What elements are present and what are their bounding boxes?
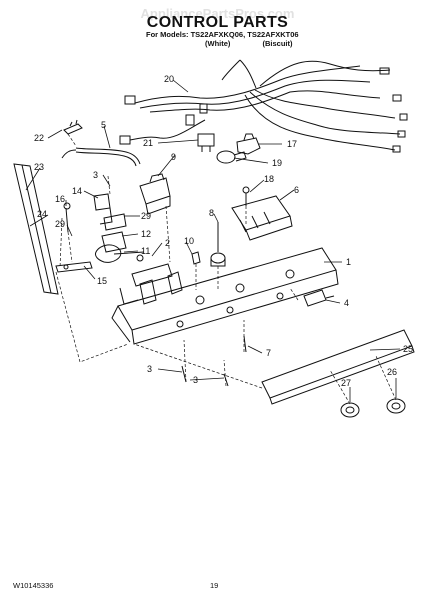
screw-part-10 [191, 251, 201, 265]
control-board-part [231, 195, 293, 241]
callout-19: 19 [272, 158, 282, 168]
housing-bracket-part [119, 263, 173, 305]
callout-15: 15 [97, 276, 107, 286]
damper-control-part [95, 213, 145, 263]
callout-2: 2 [165, 238, 170, 248]
callout-16: 16 [55, 194, 65, 204]
callout-1: 1 [346, 257, 351, 267]
callout-3-top: 3 [93, 170, 98, 180]
screw-part [63, 202, 71, 233]
callout-26: 26 [387, 367, 397, 377]
callout-23: 23 [34, 162, 44, 172]
knob-part [210, 222, 226, 267]
color-variants: (White) (Biscuit) [205, 39, 293, 48]
callout-10: 10 [184, 236, 194, 246]
callout-21: 21 [143, 138, 153, 148]
callout-24: 24 [37, 209, 47, 219]
callout-11: 11 [141, 246, 150, 256]
watermark-text: AppliancePartsPros.com [140, 6, 295, 21]
mounting-bracket-part [55, 261, 93, 273]
wire-clip-part [63, 119, 83, 135]
callout-9: 9 [171, 152, 176, 162]
callout-18: 18 [264, 174, 274, 184]
control-panel-trim-part [261, 329, 415, 405]
callout-22: 22 [34, 133, 44, 143]
temperature-knob-part-27 [340, 402, 360, 418]
light-bulb-part [216, 150, 247, 164]
callout-12: 12 [141, 229, 151, 239]
callout-29-right: 29 [141, 211, 151, 221]
callout-3-right: 3 [193, 375, 198, 385]
cold-control-part [139, 173, 171, 215]
control-housing-part [111, 247, 339, 345]
lamp-socket-part [197, 133, 215, 152]
callout-8: 8 [209, 208, 214, 218]
callout-4: 4 [344, 298, 349, 308]
callout-5: 5 [101, 120, 106, 130]
callout-29-left: 29 [55, 219, 65, 229]
callout-14: 14 [72, 186, 82, 196]
light-socket-part [236, 133, 261, 155]
variant-biscuit: (Biscuit) [262, 39, 293, 48]
page-title: CONTROL PARTS [146, 14, 289, 31]
page-number: 19 [210, 581, 219, 590]
wire-harness-part [119, 59, 408, 153]
bracket-part [93, 193, 113, 225]
variant-white: (White) [205, 39, 231, 48]
callout-27: 27 [341, 378, 351, 388]
callout-3-left: 3 [147, 364, 152, 374]
drain-tube-part [61, 147, 141, 167]
callout-20: 20 [164, 74, 174, 84]
callout-6: 6 [294, 185, 299, 195]
control-rod-part [13, 163, 59, 295]
callout-25: 25 [403, 344, 413, 354]
callout-17: 17 [287, 139, 297, 149]
temperature-knob-part [386, 398, 406, 414]
model-numbers: For Models: TS22AFXKQ06, TS22AFXKT06 [146, 30, 299, 39]
document-number: W10145336 [13, 581, 54, 590]
callout-7: 7 [266, 348, 271, 358]
